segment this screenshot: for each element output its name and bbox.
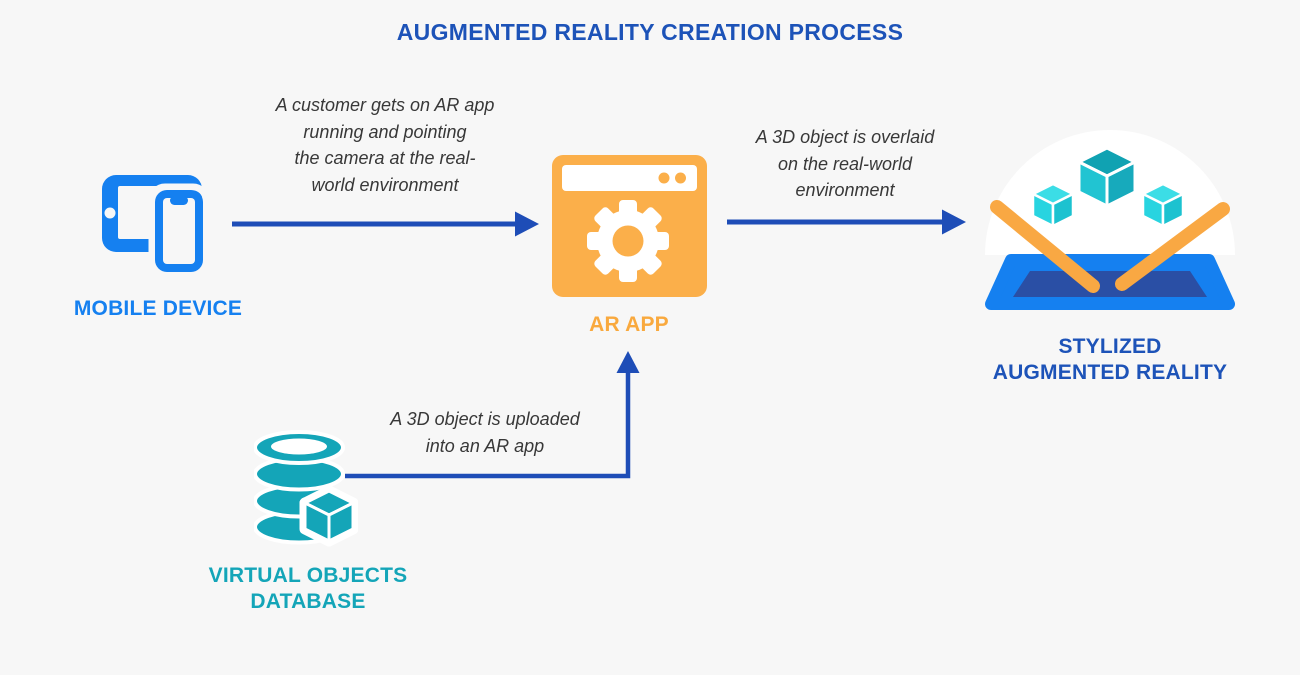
stylized-ar-label-line2: AUGMENTED REALITY bbox=[992, 361, 1228, 384]
annotation-mobile-to-app: A customer gets on AR app running and po… bbox=[240, 92, 530, 198]
gear-icon bbox=[587, 200, 669, 282]
annotation-line: running and pointing bbox=[303, 121, 467, 142]
mobile-device-icon bbox=[100, 172, 210, 278]
mobile-device-label: MOBILE DEVICE bbox=[73, 297, 243, 320]
annotation-line: A 3D object is overlaid bbox=[755, 127, 935, 147]
cube-small-left bbox=[1031, 182, 1075, 228]
virtual-objects-database-label: VIRTUAL OBJECTS DATABASE bbox=[208, 563, 408, 615]
ar-app-icon bbox=[552, 155, 707, 297]
annotation-app-to-ar: A 3D object is overlaid on the real-worl… bbox=[705, 124, 985, 204]
annotation-line: A customer gets on AR app bbox=[275, 95, 495, 115]
arrow-mobile-to-app bbox=[232, 211, 539, 237]
diagram-title: AUGMENTED REALITY CREATION PROCESS bbox=[396, 19, 904, 45]
annotation-line: on the real-world bbox=[777, 153, 913, 174]
annotation-line: into an AR app bbox=[425, 435, 545, 456]
cube-small-right bbox=[1141, 182, 1185, 228]
cube-large bbox=[1077, 146, 1137, 208]
arrowhead-right bbox=[515, 211, 539, 237]
object-cube bbox=[303, 489, 355, 543]
stylized-ar-icon bbox=[985, 128, 1235, 310]
annotation-db-to-app: A 3D object is uploaded into an AR app bbox=[345, 406, 625, 459]
virtual-objects-database-icon bbox=[254, 430, 358, 548]
projector-base bbox=[985, 254, 1235, 310]
annotation-line: environment bbox=[795, 180, 895, 200]
db-label-line2: DATABASE bbox=[250, 590, 366, 613]
arrowhead-up bbox=[616, 351, 640, 373]
ar-app-label: AR APP bbox=[589, 313, 669, 336]
stylized-ar-label: STYLIZED AUGMENTED REALITY bbox=[985, 334, 1235, 386]
db-label-line1: VIRTUAL OBJECTS bbox=[208, 564, 408, 587]
annotation-line: world environment bbox=[311, 174, 459, 195]
arrowhead-right bbox=[942, 209, 966, 235]
annotation-line: the camera at the real- bbox=[294, 148, 476, 168]
annotation-line: A 3D object is uploaded bbox=[390, 409, 580, 429]
stylized-ar-label-line1: STYLIZED bbox=[1058, 335, 1162, 358]
projection-beams bbox=[990, 200, 1230, 293]
arrow-app-to-ar bbox=[727, 209, 966, 235]
